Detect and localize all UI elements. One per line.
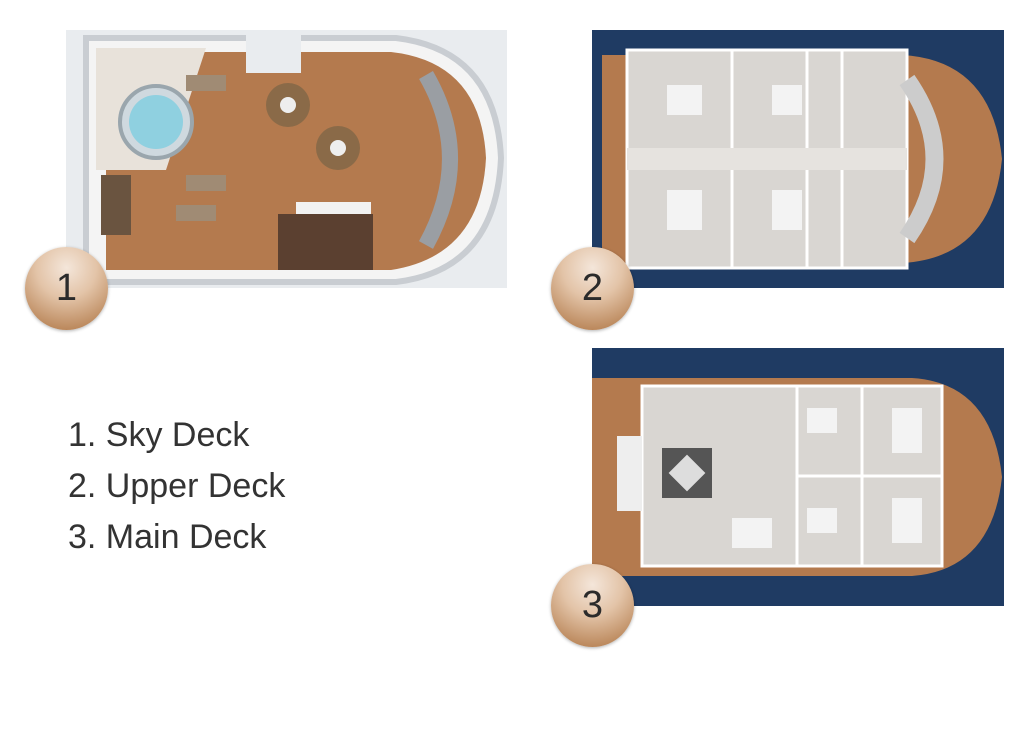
deck-legend: 1. Sky Deck 2. Upper Deck 3. Main Deck [68, 410, 285, 563]
legend-item-upper-deck: 2. Upper Deck [68, 467, 286, 505]
legend-item-sky-deck: 1. Sky Deck [68, 416, 250, 454]
deck-number-badge-1: 1 [25, 247, 108, 330]
upper-deck-plan-image [592, 30, 1004, 288]
badge-number: 2 [581, 267, 604, 309]
sky-deck-plan-image [66, 30, 507, 288]
deck-number-badge-2: 2 [551, 247, 634, 330]
main-deck-plan-image [592, 348, 1004, 606]
legend-item-main-deck: 3. Main Deck [68, 518, 267, 556]
badge-number: 1 [55, 267, 78, 309]
deck-number-badge-3: 3 [551, 564, 634, 647]
badge-number: 3 [581, 584, 604, 626]
